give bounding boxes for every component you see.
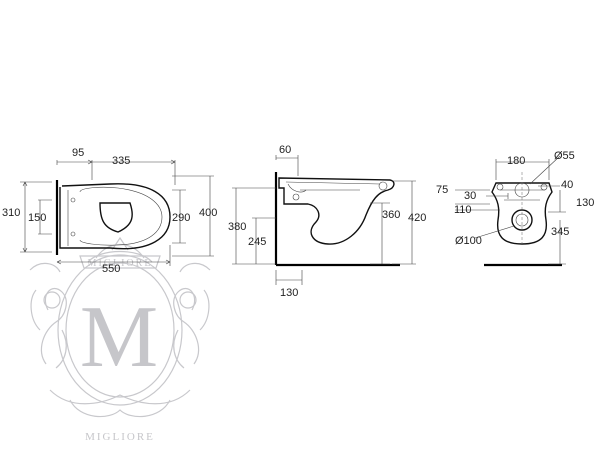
rear-view: 180 Ø55 75 30 40 110 130 345 Ø100: [436, 150, 594, 267]
dim-rear-180: 180: [507, 155, 525, 167]
dim-rear-d55: Ø55: [554, 150, 575, 162]
logo-monogram: M: [80, 289, 160, 386]
dim-top-290: 290: [172, 212, 190, 224]
dim-top-400: 400: [199, 207, 217, 219]
dim-rear-75: 75: [436, 184, 448, 196]
dim-side-245: 245: [248, 236, 266, 248]
migliore-logo: MIGLIORE M MIGLIORE: [29, 236, 211, 443]
dim-top-335: 335: [112, 155, 130, 167]
dim-top-95: 95: [72, 147, 84, 159]
dim-rear-30: 30: [464, 190, 476, 202]
logo-bottom-text: MIGLIORE: [85, 431, 155, 443]
dim-top-550: 550: [102, 263, 120, 275]
dim-rear-40: 40: [561, 179, 573, 191]
dim-side-420: 420: [408, 212, 426, 224]
dim-rear-345: 345: [551, 226, 569, 238]
logo-ribbon-text: MIGLIORE: [88, 258, 153, 269]
top-view: 95 335 310 150 290 400 550: [2, 147, 217, 275]
dim-rear-d100: Ø100: [455, 235, 482, 247]
dim-rear-130: 130: [576, 197, 594, 209]
dim-side-380: 380: [228, 221, 246, 233]
dim-side-360: 360: [382, 209, 400, 221]
side-view: 60 380 245 360 420 130: [228, 144, 426, 299]
dim-rear-110: 110: [454, 204, 472, 216]
dim-top-150: 150: [28, 212, 46, 224]
dim-side-60: 60: [279, 144, 291, 156]
dim-top-310: 310: [2, 207, 20, 219]
dim-side-130: 130: [280, 287, 298, 299]
